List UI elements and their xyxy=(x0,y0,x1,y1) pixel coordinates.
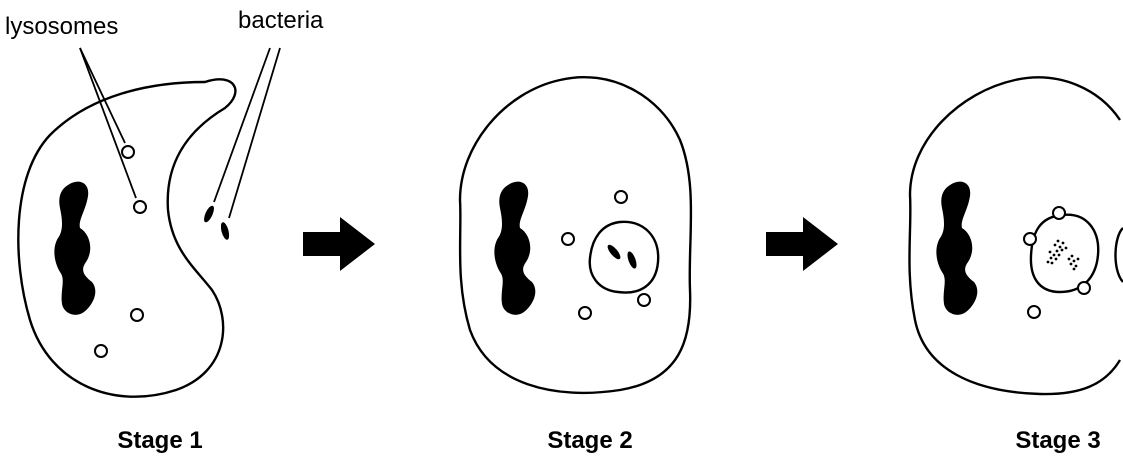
arrow-1-to-2 xyxy=(303,217,375,271)
stage-3-lysosome xyxy=(1027,305,1041,319)
stage-2-panel: Stage 2 xyxy=(458,75,693,454)
stage-1-bacterium xyxy=(220,222,230,240)
stage-1-lysosome xyxy=(94,344,108,358)
stage-1-lysosome xyxy=(133,200,147,214)
stage-3-label: Stage 3 xyxy=(1015,427,1100,454)
stage-3-edge-organelle xyxy=(1114,227,1123,283)
stage-3-nucleus xyxy=(936,181,978,315)
stage-2-cell-membrane xyxy=(458,75,693,395)
stage-2-lysosome xyxy=(614,190,628,204)
stage-3-fused-lysosome xyxy=(1023,232,1037,246)
stage-2-bacterium xyxy=(627,251,637,269)
stage-1-nucleus xyxy=(54,181,96,315)
stage-1-label: Stage 1 xyxy=(117,427,202,454)
lysosomes-label: lysosomes xyxy=(5,13,118,40)
stage-2-lysosome xyxy=(578,306,592,320)
stage-1-lysosome xyxy=(130,308,144,322)
stage-3-digested-bacteria xyxy=(1046,239,1080,271)
lysosomes-pointer-line xyxy=(79,47,126,144)
arrow-2-to-3 xyxy=(766,217,838,271)
stage-1-lysosome xyxy=(121,145,135,159)
stage-2-lysosome xyxy=(561,232,575,246)
stage-2-bacterium xyxy=(607,244,621,260)
stage-3-panel: Stage 3 xyxy=(908,76,1123,454)
stage-1-panel: lysosomes bacteria Stage 1 xyxy=(5,7,324,454)
stage-2-nucleus xyxy=(494,181,536,315)
bacteria-pointer-line xyxy=(228,47,281,219)
stage-3-cell-membrane xyxy=(908,76,1122,396)
stage-2-label: Stage 2 xyxy=(547,427,632,454)
bacteria-pointer-line xyxy=(213,47,271,203)
stage-2-food-vacuole xyxy=(588,220,660,294)
stage-3-food-vacuole xyxy=(1029,213,1100,294)
stage-1-bacterium xyxy=(204,205,214,223)
lysosomes-pointer-line xyxy=(79,47,137,199)
stage-1-cell-membrane xyxy=(17,78,237,398)
bacteria-label: bacteria xyxy=(238,7,324,34)
stage-3-fused-lysosome xyxy=(1077,281,1091,295)
stage-2-lysosome xyxy=(637,293,651,307)
stage-3-fused-lysosome xyxy=(1052,206,1066,220)
